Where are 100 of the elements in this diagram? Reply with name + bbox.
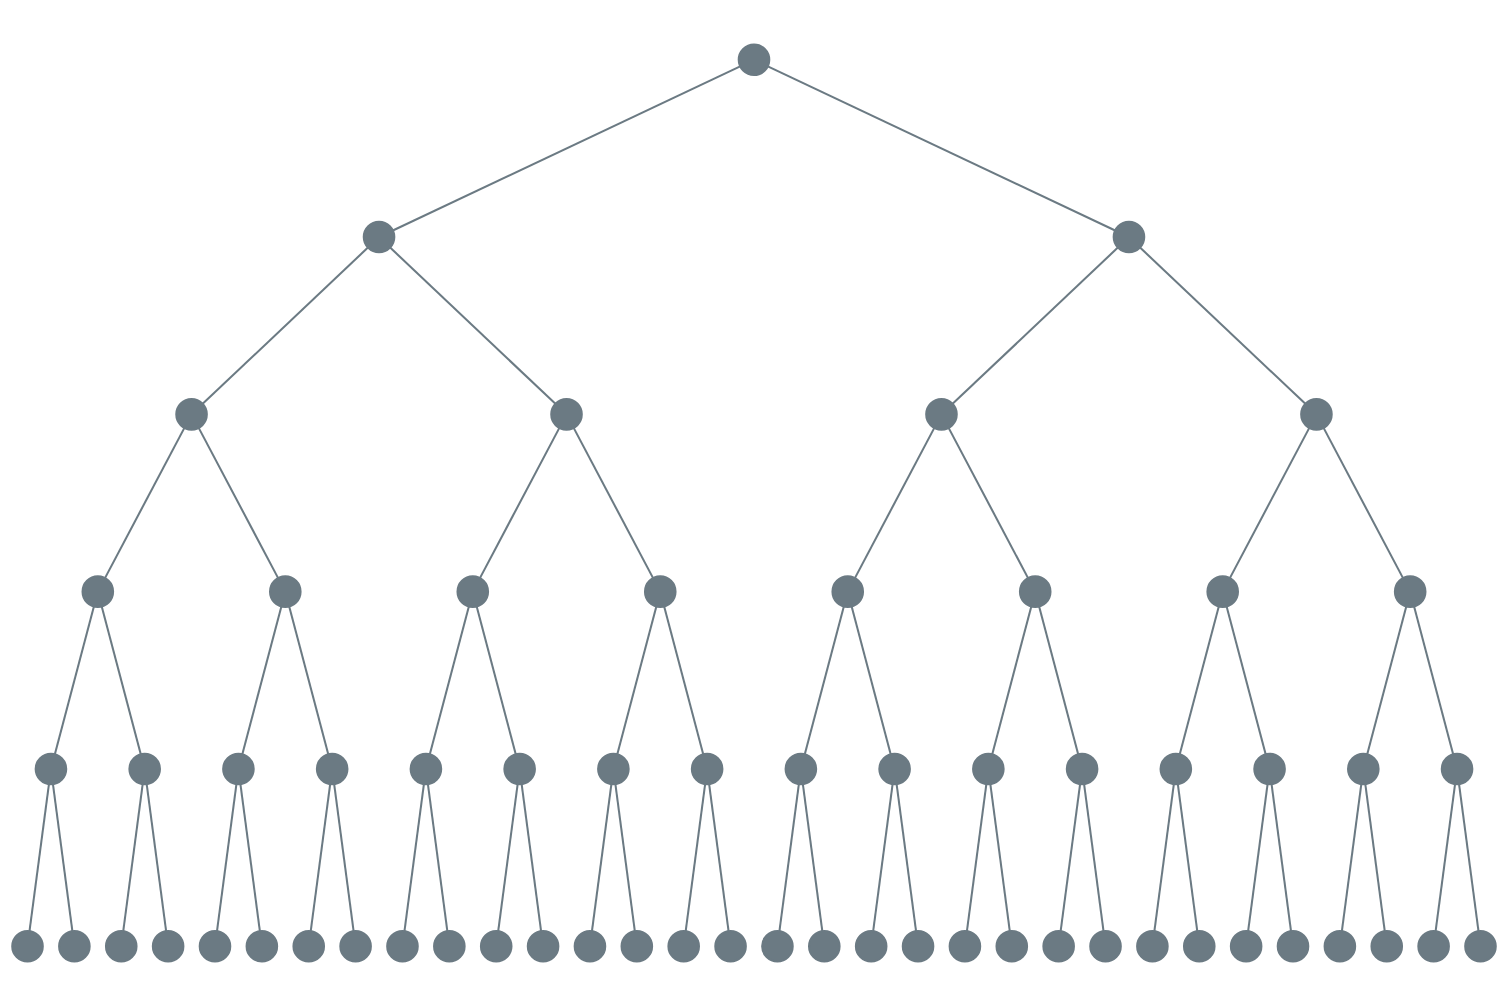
tree-node-circle (315, 752, 349, 786)
connector (309, 783, 332, 932)
connector (100, 606, 142, 755)
tree-node-circle (1018, 575, 1052, 608)
connector (520, 783, 543, 932)
tree-node-circle (269, 575, 302, 608)
connector (197, 427, 280, 579)
connector (1225, 606, 1267, 755)
tree-node-circle (1089, 929, 1122, 963)
connector (991, 606, 1033, 755)
tree-node-circle (1042, 929, 1075, 963)
connector (1178, 606, 1220, 755)
tree-node-circle (433, 929, 466, 963)
connector (850, 606, 892, 755)
tree-node-circle (339, 929, 372, 963)
tree-node-circle (1159, 752, 1193, 786)
connector (872, 783, 894, 932)
connector (428, 606, 470, 755)
tree-node-circle (550, 398, 583, 431)
tree-node-circle (1370, 929, 1404, 963)
connector (104, 427, 186, 579)
connector (947, 427, 1029, 579)
connector (1247, 783, 1269, 932)
connector (1458, 783, 1480, 932)
tree-node-circle (831, 575, 865, 608)
connector (215, 783, 238, 932)
tree-node-circle (58, 929, 91, 963)
tree-node-circle (737, 43, 771, 77)
tree-node-circle (972, 752, 1005, 786)
tree-node-circle (128, 752, 161, 786)
connector (803, 606, 845, 755)
tree-node-circle (1440, 752, 1474, 786)
tree-node-circle (104, 929, 138, 963)
connector (708, 783, 730, 932)
tree-node-circle (1229, 929, 1263, 963)
tree-node-circle (925, 398, 958, 431)
connector (1434, 783, 1457, 932)
tree-node-circle (1206, 575, 1239, 608)
tree-node-circle (901, 929, 935, 963)
tree-node-circle (11, 929, 44, 963)
tree-node-circle (643, 575, 677, 608)
tree-node-circle (222, 752, 255, 786)
connector (1176, 783, 1199, 932)
tree-node-circle (1300, 398, 1333, 431)
connector (801, 783, 824, 932)
connector (854, 427, 936, 579)
connector (1340, 783, 1363, 932)
tree-node-circle (995, 929, 1029, 963)
tree-node-circle (1347, 752, 1380, 786)
tree-node-circle (362, 220, 396, 254)
tree-node-circle (526, 929, 560, 963)
connector (684, 783, 707, 932)
connector (1139, 246, 1307, 405)
connector (288, 606, 330, 755)
connector (1364, 783, 1386, 932)
tree-node-circle (1323, 929, 1357, 963)
tree-node-circle (854, 929, 888, 963)
tree-node-circle (1464, 929, 1497, 963)
tree-node-circle (151, 929, 185, 963)
connector (392, 65, 741, 232)
tree-node-circle (175, 398, 208, 431)
tree-node-circle (1276, 929, 1310, 963)
tree-node-circle (620, 929, 654, 963)
connector (951, 246, 1119, 405)
connector (241, 606, 283, 755)
connector (1083, 783, 1105, 932)
connector (895, 783, 918, 932)
tree-node-circle (386, 929, 419, 963)
connector (145, 783, 168, 932)
connector (239, 783, 261, 932)
tree-node-circle (714, 929, 747, 963)
connector (475, 606, 517, 755)
connector (1322, 427, 1404, 579)
connector (497, 783, 519, 932)
connector (28, 783, 50, 932)
connector (965, 783, 988, 932)
tree-node-circle (1136, 929, 1169, 963)
tree-node-circle (1065, 752, 1099, 786)
connector (426, 783, 449, 932)
tree-node-circle (597, 752, 630, 786)
tree-node-circle (1253, 752, 1286, 786)
connector (778, 783, 800, 932)
connector (1270, 783, 1293, 932)
connector (614, 783, 636, 932)
connector (51, 783, 74, 932)
tree-node-circle (784, 752, 818, 786)
connector (1228, 427, 1311, 579)
tree-node-circle (81, 575, 115, 608)
connector (201, 246, 369, 405)
connector (389, 246, 557, 405)
tree-node-circle (1417, 929, 1450, 963)
tree-node-circle (690, 752, 724, 786)
tree-node-circle (1182, 929, 1216, 963)
tree-node-circle (878, 752, 911, 786)
connector (590, 783, 613, 932)
connector (616, 606, 658, 755)
connector (333, 783, 355, 932)
tree-node-circle (503, 752, 536, 786)
connector (479, 427, 561, 579)
connector (767, 65, 1116, 232)
